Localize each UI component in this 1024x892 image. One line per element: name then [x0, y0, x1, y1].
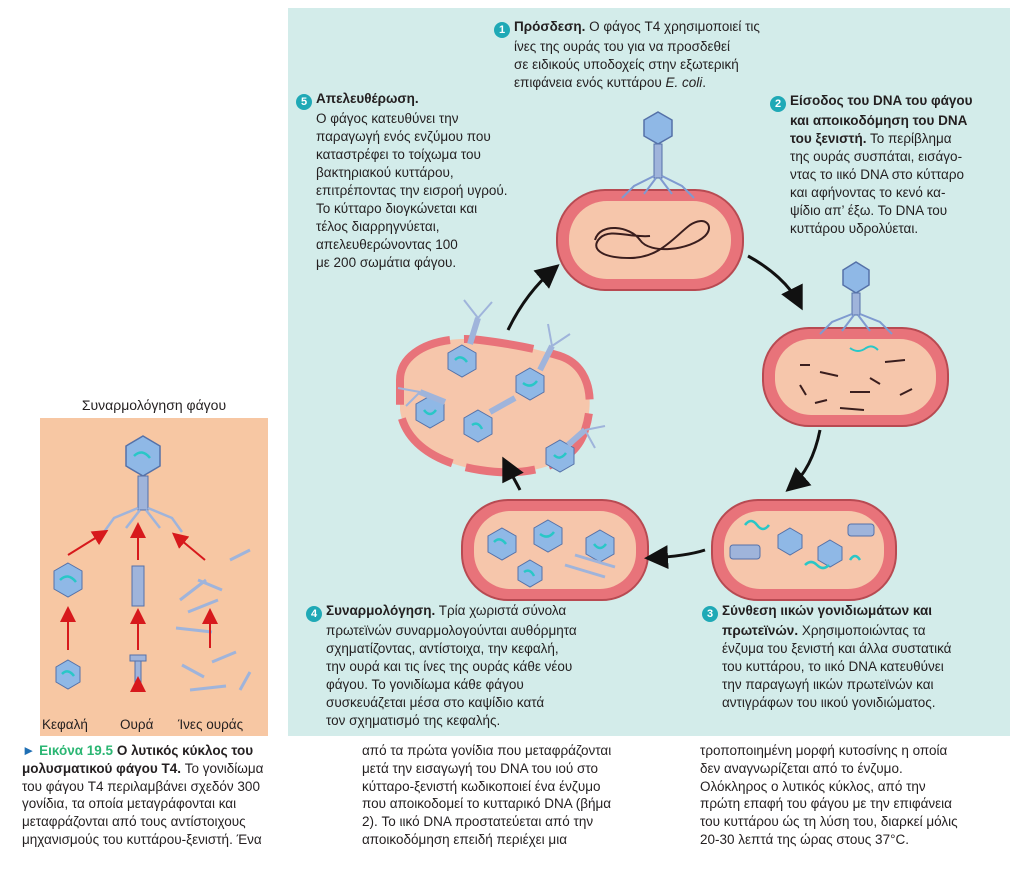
- step5-line: απελευθερώνοντας 100: [316, 237, 458, 252]
- step4-line: συσκευάζεται μέσα στο καψίδιο κατά: [326, 695, 545, 710]
- figure-caption-col3: τροποποιημένη μορφή κυτοσίνης η οποία δε…: [700, 742, 1016, 849]
- step1-line: Ο φάγος T4 χρησιμοποιεί τις: [585, 19, 760, 34]
- caption-line: αποικοδόμηση επειδή περιέχει μια: [362, 831, 568, 847]
- step1-line: ίνες της ουράς του για να προσδεθεί: [514, 39, 731, 54]
- caption-line: 2). Το ιικό DNA προστατεύεται από την: [362, 814, 594, 830]
- caption-line: γονίδια, τα οποία μεταγράφονται και: [22, 796, 237, 812]
- step1-title: Πρόσδεση.: [514, 19, 586, 34]
- step4-line: τον σχηματισμό της κεφαλής.: [326, 713, 501, 728]
- step2-line: της ουράς συσπάται, εισάγο-: [790, 149, 963, 164]
- caption-line: Ολόκληρος ο λυτικός κύκλος, από την: [700, 778, 926, 794]
- step2-line: και αφήνοντας το κενό κα-: [790, 185, 946, 200]
- step5-line: τέλος διαρρηγνύεται,: [316, 219, 440, 234]
- assembly-head-column: [53, 562, 83, 690]
- step5-text: 5 Απελευθέρωση. Ο φάγος κατευθύνει την πα…: [296, 90, 556, 272]
- caption-line: Το γονιδίωμα: [181, 760, 264, 776]
- caption-line: πρώτη επαφή του φάγου με την επιφάνεια: [700, 796, 952, 812]
- caption-line: μηχανισμούς του κυττάρου-ξενιστή. Ένα: [22, 831, 262, 847]
- step5-line: βακτηριακού κυττάρου,: [316, 165, 454, 180]
- step1-italic: E. coli: [665, 75, 703, 90]
- caption-arrow-icon: ►: [22, 743, 36, 758]
- step5-line: με 200 σωμάτια φάγου.: [316, 255, 457, 270]
- step5-line: Το κύτταρο διογκώνεται και: [316, 201, 478, 216]
- cell-synthesis: [711, 499, 897, 601]
- step4-line: την ουρά και τις ίνες της ουράς κάθε νέο…: [326, 659, 573, 674]
- step2-badge: 2: [770, 96, 786, 112]
- assembled-phage-icon: [102, 435, 184, 533]
- cell-attachment: [556, 111, 744, 291]
- step4-badge: 4: [306, 606, 322, 622]
- step3-line: Χρησιμοποιώντας τα: [798, 623, 926, 638]
- assembly-tail-column: [129, 565, 147, 691]
- assembly-title: Συναρμολόγηση φάγου: [81, 397, 227, 413]
- step3-title: πρωτεϊνών.: [722, 623, 799, 638]
- step5-badge: 5: [296, 94, 312, 110]
- step5-line: παραγωγή ενός ενζύμου που: [316, 129, 491, 144]
- tail-fibers-label: Ίνες ουράς: [178, 717, 244, 732]
- step4-title: Συναρμολόγηση.: [326, 603, 436, 618]
- step2-line: ντας το ιικό DNA στο κύτταρο: [790, 167, 965, 182]
- step5-line: καταστρέφει το τοίχωμα του: [316, 147, 481, 162]
- caption-line: κύτταρο-ξενιστή κωδικοποιεί ένα ένζυμο: [362, 778, 601, 794]
- assembly-fibers-column: [175, 548, 252, 692]
- phage-injecting-icon: [819, 261, 893, 335]
- cell-assembly: [461, 499, 649, 601]
- step1-end: .: [702, 75, 707, 90]
- step2-title: και αποικοδόμηση του DNA: [790, 113, 968, 128]
- step1-text: 1 Πρόσδεση. Ο φάγος T4 χρησιμοποιεί τις ί…: [494, 18, 814, 92]
- figure-label: Εικόνα 19.5: [39, 743, 114, 758]
- step5-line: Ο φάγος κατευθύνει την: [316, 111, 459, 126]
- step2-line: Το περίβλημα: [866, 131, 952, 146]
- step3-text: 3 Σύνθεση ιικών γονιδιωμάτων και πρωτεϊνώ…: [702, 602, 1014, 712]
- caption-line: του φάγου T4 περιλαμβάνει σχεδόν 300: [22, 778, 260, 794]
- figure-caption-col2: από τα πρώτα γονίδια που μεταφράζονται μ…: [362, 742, 682, 849]
- figure-title: μολυσματικού φάγου T4.: [22, 760, 181, 776]
- figure-title: Ο λυτικός κύκλος του: [116, 743, 254, 758]
- cell-dna-entry: [762, 261, 949, 427]
- assembly-red-arrows: [60, 522, 218, 692]
- step2-line: κυττάρου υδρολύεται.: [790, 221, 919, 236]
- caption-line: τροποποιημένη μορφή κυτοσίνης η οποία: [700, 743, 948, 758]
- caption-line: 20-30 λεπτά της ώρας στους 37°C.: [700, 831, 909, 847]
- figure-caption-col1: ► Εικόνα 19.5 Ο λυτικός κύκλος του μολυσ…: [22, 742, 322, 849]
- step2-line: ψίδιο απ’ έξω. Το DNA του: [790, 203, 948, 218]
- step4-text: 4 Συναρμολόγηση. Τρία χωριστά σύνολα πρωτ…: [306, 602, 646, 730]
- tail-label: Ουρά: [120, 717, 154, 732]
- caption-line: μετά την εισαγωγή του DNA του ιού στο: [362, 760, 598, 776]
- step5-line: επιτρέποντας την εισροή υγρού.: [316, 183, 508, 198]
- step3-title: Σύνθεση ιικών γονιδιωμάτων και: [722, 603, 933, 618]
- step5-title: Απελευθέρωση.: [316, 91, 419, 106]
- step2-title: Είσοδος του DNA του φάγου: [790, 93, 973, 108]
- step2-text: 2 Είσοδος του DNA του φάγου και αποικοδόμ…: [770, 92, 1002, 238]
- caption-line: δεν αναγνωρίζεται από το ένζυμο.: [700, 760, 903, 776]
- step1-line: επιφάνεια ενός κυττάρου: [514, 75, 666, 90]
- step4-line: πρωτεϊνών συναρμολογούνται αυθόρμητα: [326, 623, 577, 638]
- caption-line: που αποικοδομεί το κυτταρικό DNA (βήμα: [362, 796, 612, 812]
- step3-badge: 3: [702, 606, 718, 622]
- step3-line: την παραγωγή ιικών πρωτεϊνών και: [722, 677, 934, 692]
- step2-title: του ξενιστή.: [790, 131, 867, 146]
- caption-line: του κυττάρου ώς τη λύση του, διαρκεί μόλ…: [700, 814, 958, 830]
- cell-release: [396, 299, 606, 477]
- cycle-arrows: [502, 254, 822, 570]
- head-label: Κεφαλή: [42, 717, 88, 732]
- step4-line: σχηματίζοντας, αντίστοιχα, την κεφαλή,: [326, 641, 559, 656]
- step1-line: σε ειδικούς υποδοχείς στην εξωτερική: [514, 57, 739, 72]
- step4-line: Τρία χωριστά σύνολα: [435, 603, 567, 618]
- caption-line: μεταφράζονται από τους αντίστοιχους: [22, 814, 246, 830]
- step1-badge: 1: [494, 22, 510, 38]
- step3-line: αντιγράφων του ιικού γονιδιώματος.: [722, 695, 936, 710]
- step4-line: φάγου. Το γονιδίωμα κάθε φάγου: [326, 677, 524, 692]
- step3-line: του κυττάρου, το ιικό DNA κατευθύνει: [722, 659, 944, 674]
- caption-line: από τα πρώτα γονίδια που μεταφράζονται: [362, 743, 612, 758]
- step3-line: ένζυμα του ξενιστή και άλλα συστατικά: [722, 641, 952, 656]
- phage-attached-icon: [621, 111, 695, 199]
